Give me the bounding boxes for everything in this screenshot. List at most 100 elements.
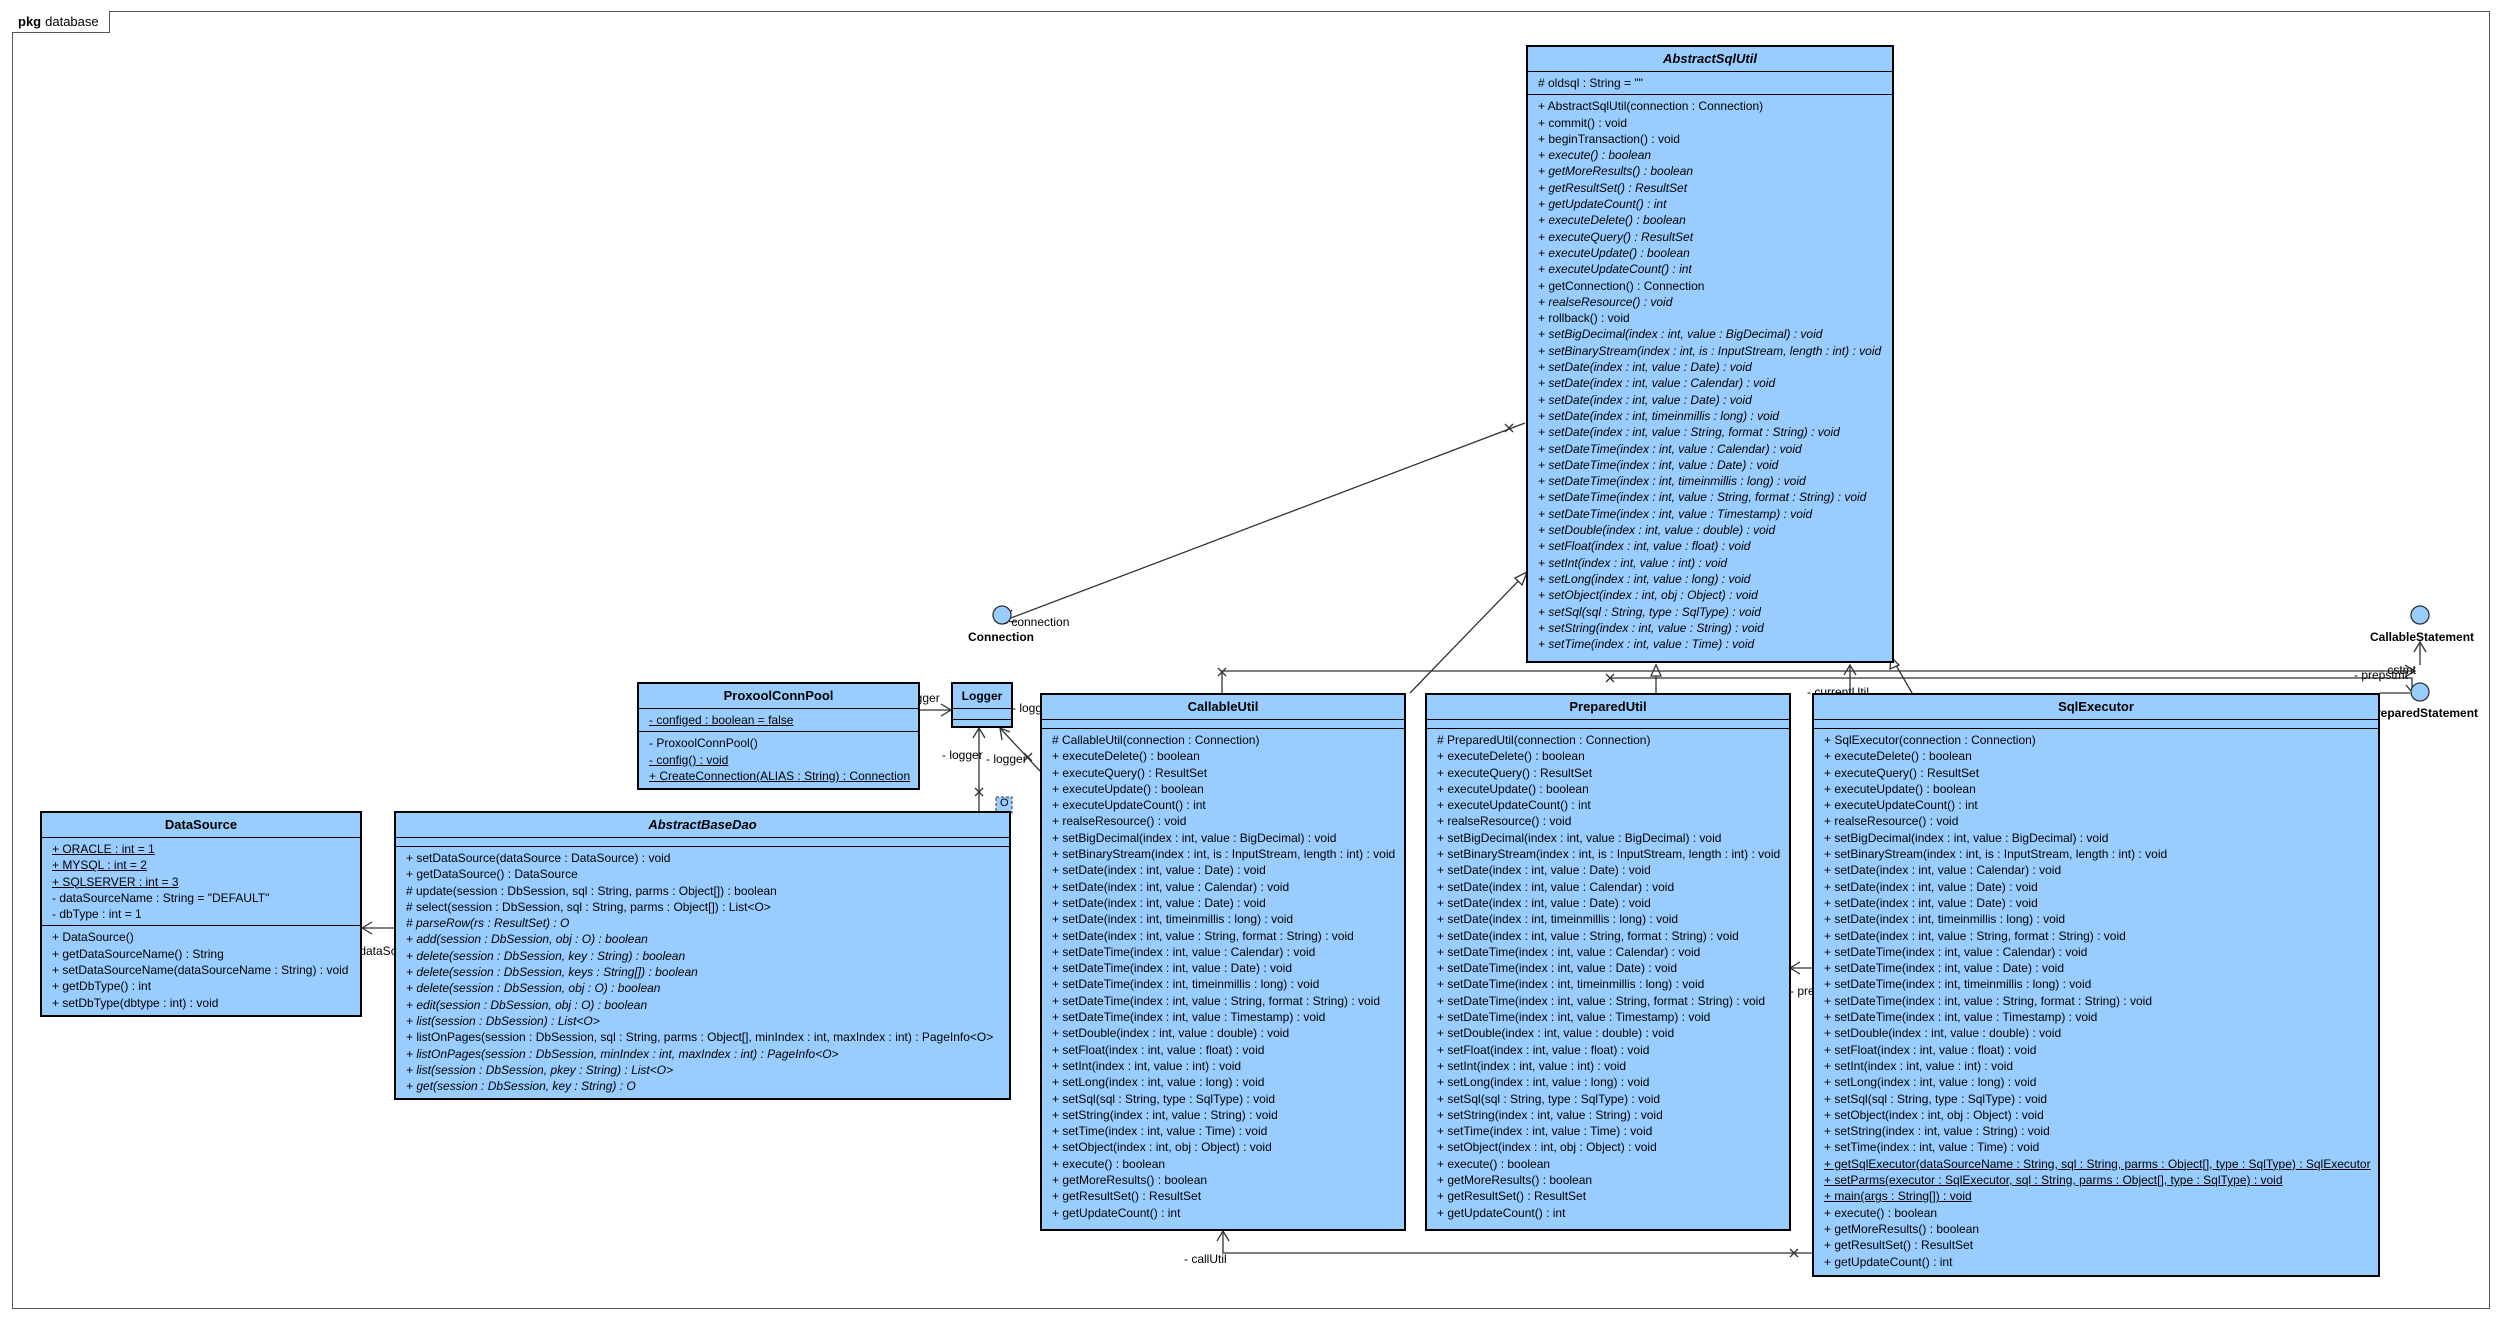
operation: + setBigDecimal(index : int, value : Big… [1052,830,1337,845]
operation: + setDateTime(index : int, value : Strin… [1437,993,1766,1008]
class-name: DataSource [42,813,360,838]
operation: + setFloat(index : int, value : float) :… [1052,1042,1265,1057]
role-callutil: - callUtil [1184,1252,1227,1266]
operation: + main(args : String[]) : void [1824,1189,1972,1204]
operation: + setDate(index : int, value : String, f… [1824,928,2126,943]
operation: + setBigDecimal(index : int, value : Big… [1437,830,1722,845]
operation: + executeUpdate() : boolean [1052,781,1204,796]
operation: # CallableUtil(connection : Connection) [1052,733,1260,747]
operation: + setDateTime(index : int, timeinmillis … [1538,474,1806,489]
operation: + setDouble(index : int, value : double)… [1538,523,1776,538]
class-callableutil[interactable]: CallableUtil # CallableUtil(connection :… [1040,693,1406,1231]
operation: + setBinaryStream(index : int, is : Inpu… [1538,343,1882,358]
role-cstmt: - cstmt [2380,663,2416,677]
operation: + execute() : boolean [1437,1156,1551,1171]
assoc-prepared-prepstmt [1610,677,2413,692]
operation: + getResultSet() : ResultSet [1437,1189,1587,1204]
operation: + setBinaryStream(index : int, is : Inpu… [1824,847,2168,862]
operation: + setFloat(index : int, value : float) :… [1437,1042,1650,1057]
operation: + setDouble(index : int, value : double)… [1437,1026,1675,1041]
class-name: SqlExecutor [1814,695,2378,720]
operation: # select(session : DbSession, sql : Stri… [406,899,771,914]
class-datasource[interactable]: DataSource + ORACLE : int = 1 + MYSQL : … [40,811,362,1017]
operation: # update(session : DbSession, sql : Stri… [406,883,777,898]
class-name: AbstractBaseDao [396,813,1009,838]
operation: + setString(index : int, value : String)… [1052,1107,1278,1122]
operations-compartment: + DataSource()+ getDataSourceName() : St… [42,926,360,1013]
operation: + setDateTime(index : int, value : Date)… [1538,457,1779,472]
operation: - config() : void [649,752,729,767]
operation: + setDateTime(index : int, value : Calen… [1824,944,2088,959]
operation: + setBinaryStream(index : int, is : Inpu… [1052,847,1396,862]
operation: + realseResource() : void [1538,294,1673,309]
operation: + setInt(index : int, value : int) : voi… [1437,1058,1627,1073]
operations-compartment: - ProxoolConnPool() - config() : void + … [639,732,918,787]
operation: + CreateConnection(ALIAS : String) : Con… [649,768,911,783]
operation: + setDateTime(index : int, value : Date)… [1052,961,1292,976]
operation: + setInt(index : int, value : int) : voi… [1538,555,1728,570]
operation: + setSql(sql : String, type : SqlType) :… [1538,604,1761,619]
class-name: ProxoolConnPool [639,684,918,709]
operation: + setTime(index : int, value : Time) : v… [1052,1124,1268,1139]
operation: + setDateTime(index : int, value : Times… [1052,1010,1326,1025]
operation: + setLong(index : int, value : long) : v… [1538,571,1751,586]
class-logger[interactable]: Logger [951,682,1013,728]
class-sqlexecutor[interactable]: SqlExecutor + SqlExecutor(connection : C… [1812,693,2380,1277]
operation: + executeDelete() : boolean [1052,749,1200,764]
operation: + setTime(index : int, value : Time) : v… [1824,1140,2040,1155]
operation: + delete(session : DbSession, keys : Str… [406,965,698,980]
operation: + getMoreResults() : boolean [1538,164,1694,179]
operation: - ProxoolConnPool() [649,736,758,751]
attribute: + ORACLE : int = 1 [52,842,155,856]
operation: + setDateTime(index : int, timeinmillis … [1437,977,1705,992]
operation: + setDateTime(index : int, value : Date)… [1437,961,1677,976]
operation: + setDate(index : int, timeinmillis : lo… [1052,912,1294,927]
operations-compartment: + SqlExecutor(connection : Connection)+ … [1814,729,2378,1273]
class-name: CallableUtil [1042,695,1404,720]
operation: + getDataSource() : DataSource [406,867,578,882]
operation: + setLong(index : int, value : long) : v… [1437,1075,1650,1090]
operation: + edit(session : DbSession, obj : O) : b… [406,997,648,1012]
operation: + setDateTime(index : int, value : Strin… [1052,993,1381,1008]
class-abstractbasedao[interactable]: AbstractBaseDao + setDataSource(dataSour… [394,811,1011,1100]
preparedstatement-interface-label: PreparedStatement [2368,706,2479,720]
operation: + setDate(index : int, timeinmillis : lo… [1437,912,1679,927]
operation: + getMoreResults() : boolean [1052,1173,1208,1188]
operation: + setBigDecimal(index : int, value : Big… [1538,327,1823,342]
operation: + executeUpdate() : boolean [1437,781,1589,796]
operation: + AbstractSqlUtil(connection : Connectio… [1538,99,1764,114]
class-abstractsqlutil[interactable]: AbstractSqlUtil # oldsql : String = "" +… [1526,45,1894,663]
operation: + getResultSet() : ResultSet [1538,180,1688,195]
operation: + getDbType() : int [52,979,152,994]
operation: + getConnection() : Connection [1538,278,1705,293]
template-param-label: O [1000,797,1009,809]
operation: + executeUpdateCount() : int [1052,798,1206,813]
operation: + setDouble(index : int, value : double)… [1824,1026,2062,1041]
operation: + executeDelete() : boolean [1824,749,1972,764]
operation: + getSqlExecutor(dataSourceName : String… [1824,1156,2371,1171]
operation: + setObject(index : int, obj : Object) :… [1052,1140,1272,1155]
operation: + executeUpdate() : boolean [1538,245,1690,260]
operation: + setInt(index : int, value : int) : voi… [1052,1058,1242,1073]
class-preparedutil[interactable]: PreparedUtil # PreparedUtil(connection :… [1425,693,1791,1231]
operation: + delete(session : DbSession, obj : O) :… [406,981,661,996]
operation: + listOnPages(session : DbSession, sql :… [406,1030,994,1045]
operation: + setDouble(index : int, value : double)… [1052,1026,1290,1041]
class-proxoolconnpool[interactable]: ProxoolConnPool - configed : boolean = f… [637,682,920,790]
operation: + setString(index : int, value : String)… [1538,620,1764,635]
operation: + setSql(sql : String, type : SqlType) :… [1824,1091,2048,1106]
operation: + executeQuery() : ResultSet [1052,765,1208,780]
operation: + commit() : void [1538,115,1628,130]
attribute: - configed : boolean = false [649,713,794,727]
operation: + setObject(index : int, obj : Object) :… [1538,588,1758,603]
operation: + delete(session : DbSession, key : Stri… [406,948,686,963]
operations-compartment: + AbstractSqlUtil(connection : Connectio… [1528,95,1892,655]
operation: + setDate(index : int, value : Calendar)… [1437,879,1675,894]
operation: + setDate(index : int, value : String, f… [1538,425,1840,440]
operation: + setDateTime(index : int, value : Date)… [1824,961,2064,976]
operation: + setDate(index : int, value : Calendar)… [1824,863,2062,878]
assoc-callable-logger [999,727,1041,772]
attributes-compartment: + ORACLE : int = 1 + MYSQL : int = 2 + S… [42,838,360,927]
operation: + getUpdateCount() : int [1052,1205,1181,1220]
